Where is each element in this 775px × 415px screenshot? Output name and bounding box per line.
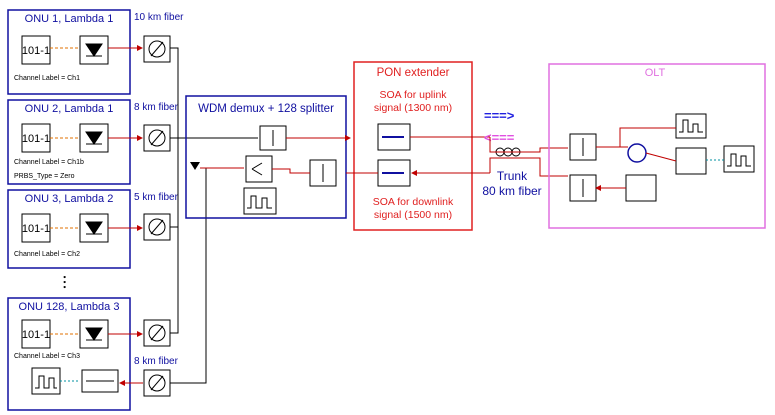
onu-1-title: ONU 1, Lambda 1 [25,13,114,25]
fiber-label-128: 8 km fiber [134,356,179,367]
olt-transmitter[interactable] [625,174,657,202]
svg-text:Channel Label = Ch3: Channel Label = Ch3 [14,353,80,360]
bit-source-128[interactable] [21,319,51,349]
fiber-label-1: 10 km fiber [134,12,184,23]
trunk-fiber[interactable]: Trunk 80 km fiber [482,137,568,198]
olt-spectrum-1[interactable] [675,113,707,139]
olt-coupler[interactable] [627,143,647,163]
bit-source-2[interactable] [21,123,51,153]
svg-text:Channel Label = Ch1b: Channel Label = Ch1b [14,159,84,166]
svg-text:PRBS_Type = Zero: PRBS_Type = Zero [14,173,75,180]
arrow-right: ===> [484,108,515,123]
svg-text:SOA for uplink: SOA for uplink [379,89,447,101]
fiber-label-2: 8 km fiber [134,102,179,113]
bit-source-1[interactable] [21,35,51,65]
olt-receiver[interactable] [675,147,707,175]
svg-text:signal (1300 nm): signal (1300 nm) [374,102,452,114]
svg-text:Channel Label = Ch2: Channel Label = Ch2 [14,251,80,258]
svg-text:101-1: 101-1 [22,133,50,145]
wdm-title: WDM demux + 128 splitter [198,103,334,115]
onu-3-title: ONU 3, Lambda 2 [25,193,114,205]
splitter[interactable] [245,155,273,183]
svg-text:Channel Label = Ch1: Channel Label = Ch1 [14,75,80,82]
onu-2[interactable]: ONU 2, Lambda 1 101-1 Channel Label = Ch… [7,99,131,185]
ellipsis: • • • [60,276,69,289]
olt[interactable]: OLT [548,63,766,229]
svg-text:101-1: 101-1 [22,45,50,57]
svg-text:SOA for downlink: SOA for downlink [373,196,454,208]
onu-3[interactable]: ONU 3, Lambda 2 101-1 Channel Label = Ch… [7,189,131,269]
olt-spectrum-2[interactable] [723,145,755,173]
pon-extender[interactable]: PON extender SOA for uplink signal (1300… [346,61,490,231]
arrow-left: <=== [484,130,515,145]
onu-128[interactable]: ONU 128, Lambda 3 101-1 Channel Label = … [7,297,131,411]
trunk-length: 80 km fiber [482,184,541,198]
pon-title: PON extender [377,67,450,79]
spectrum-analyzer-onu128[interactable] [31,367,61,395]
bit-source-3[interactable] [21,213,51,243]
svg-text:101-1: 101-1 [22,329,50,341]
trunk-label: Trunk [497,169,528,183]
modulator-3[interactable] [79,213,109,243]
onu-1[interactable]: ONU 1, Lambda 1 101-1 Channel Label = Ch… [7,9,131,95]
olt-title: OLT [645,67,666,79]
wdm-demux-splitter[interactable]: WDM demux + 128 splitter [185,95,351,219]
svg-text:signal (1500 nm): signal (1500 nm) [374,209,452,221]
onu-2-title: ONU 2, Lambda 1 [25,103,114,115]
wdm-spectrum[interactable] [243,187,277,215]
svg-text:101-1: 101-1 [22,223,50,235]
onu-128-title: ONU 128, Lambda 3 [19,301,120,313]
fiber-label-3: 5 km fiber [134,192,179,203]
